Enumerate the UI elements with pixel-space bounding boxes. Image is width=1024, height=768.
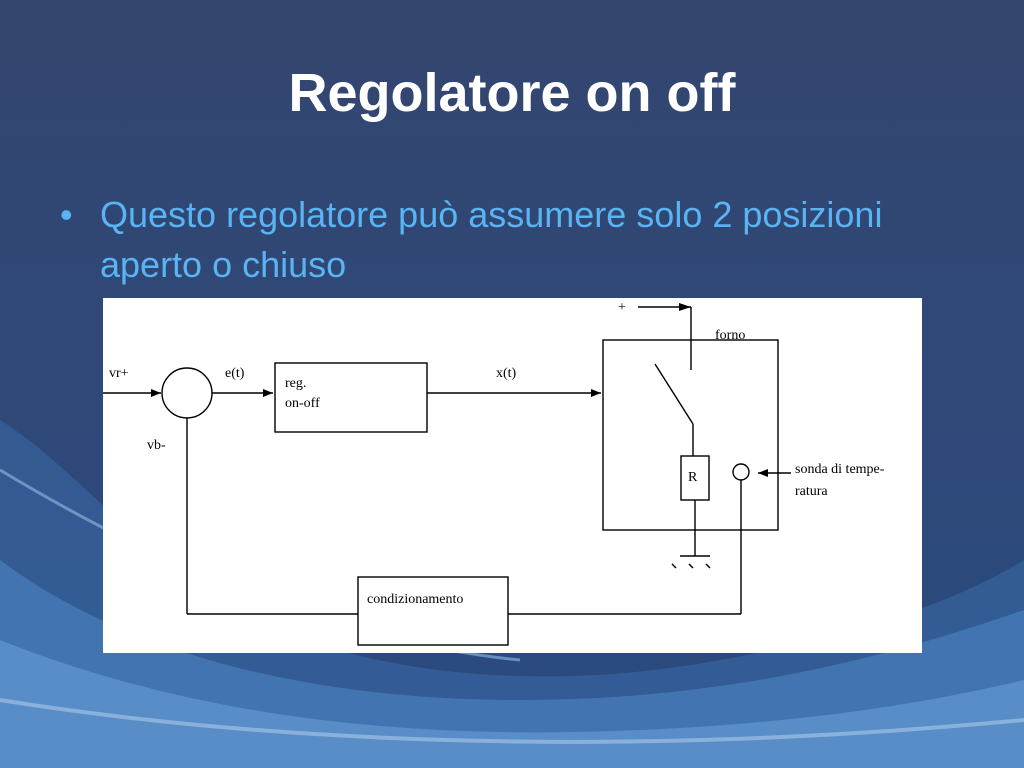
diagram-lines bbox=[103, 303, 791, 646]
feedback-label: vb- bbox=[147, 438, 166, 453]
arrow-supply bbox=[679, 303, 691, 311]
arrow-error bbox=[263, 389, 273, 397]
furnace-label: forno bbox=[715, 328, 746, 343]
control-block-diagram: + forno vr+ e(t) reg. on-off x(t) vb- R … bbox=[103, 298, 922, 653]
regulator-label-1: reg. bbox=[285, 376, 307, 391]
arrow-input bbox=[151, 389, 161, 397]
bullet-text: Questo regolatore può assumere solo 2 po… bbox=[100, 194, 883, 285]
arrow-probe bbox=[758, 469, 768, 477]
error-label: e(t) bbox=[225, 366, 245, 381]
conditioning-box bbox=[357, 576, 509, 646]
probe-circle bbox=[732, 463, 750, 481]
arrow-output bbox=[591, 389, 601, 397]
conditioning-label: condizionamento bbox=[367, 592, 464, 607]
probe-label-1: sonda di tempe- bbox=[795, 462, 885, 477]
plus-label: + bbox=[618, 300, 626, 315]
switch-blade bbox=[654, 363, 694, 425]
regulator-box bbox=[274, 362, 428, 433]
summing-junction bbox=[161, 367, 213, 419]
resistor-label: R bbox=[688, 470, 698, 485]
slide-title: Regolatore on off bbox=[288, 63, 736, 123]
output-label: x(t) bbox=[496, 366, 517, 381]
regulator-label-2: on-off bbox=[285, 396, 320, 411]
ground-tick-1 bbox=[671, 563, 677, 569]
vr-label: vr+ bbox=[109, 366, 129, 381]
probe-label-2: ratura bbox=[795, 484, 828, 499]
bullet-dot-icon: • bbox=[60, 194, 73, 235]
